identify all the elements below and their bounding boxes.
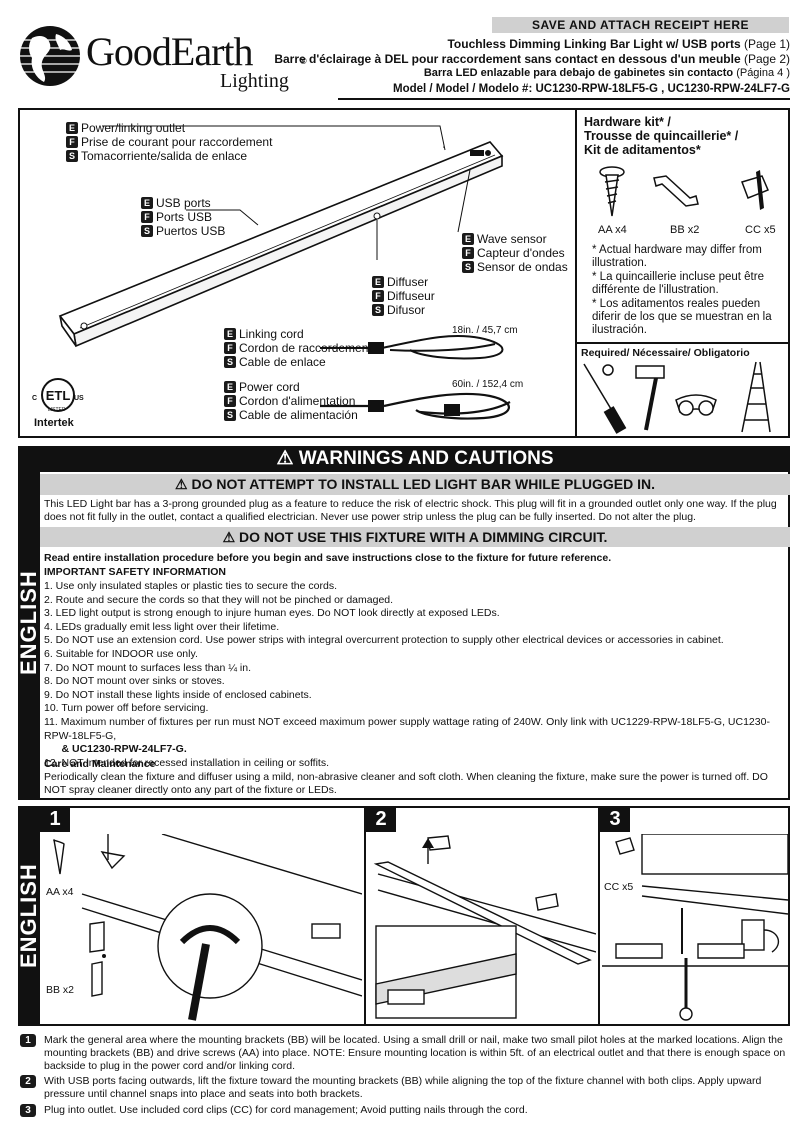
light-bar-illustration (58, 125, 511, 420)
step-number-1: 1 (20, 1034, 36, 1047)
warning-triangle-icon: ⚠ (175, 476, 188, 492)
hardware-aa: AA x4 (598, 224, 627, 236)
hardware-divider (575, 108, 577, 438)
step3-illustration (602, 834, 788, 1021)
brand-sub: Lighting (220, 70, 289, 92)
panel-number-3: 3 (600, 806, 630, 832)
important-safety-heading: IMPORTANT SAFETY INFORMATION (44, 566, 226, 578)
list-item: 7. Do NOT mount to surfaces less than ¼ … (44, 661, 251, 674)
required-divider (575, 342, 790, 344)
alert-unplug: ⚠ DO NOT ATTEMPT TO INSTALL LED LIGHT BA… (40, 474, 790, 495)
list-item: 1. Use only insulated staples or plastic… (44, 580, 337, 592)
required-tools-icon (583, 361, 771, 434)
step1-aa: AA x4 (46, 886, 74, 898)
care-heading: Care and Maintenance (44, 758, 156, 770)
bracket-icon (653, 175, 699, 207)
cert-intertek: Intertek (34, 417, 74, 429)
install-divider-1 (364, 806, 366, 1026)
hardware-kit-title: Hardware kit* / Trousse de quincaillerie… (584, 115, 739, 157)
warnings-language-tab: ENGLISH (16, 446, 41, 800)
care-text: Periodically clean the fixture and diffu… (44, 771, 768, 796)
step1-bb: BB x2 (46, 984, 75, 996)
list-item: 3. LED light output is strong enough to … (44, 607, 500, 620)
brand-name: GoodEarth (86, 29, 254, 74)
etl-certification: ETL C US LISTED Intertek (30, 375, 86, 435)
step-number-3: 3 (20, 1104, 36, 1117)
title-es: Barra LED enlazable para debajo de gabin… (423, 67, 790, 79)
step-1: 1 Mark the general area where the mounti… (20, 1034, 790, 1073)
power-cord-length: 60in. / 152,4 cm (452, 379, 524, 390)
step-number-2: 2 (20, 1075, 36, 1088)
hardware-bb: BB x2 (670, 224, 700, 236)
warning-triangle-icon: ⚠ (276, 448, 294, 469)
warning-triangle-icon: ⚠ (222, 529, 236, 545)
step-3-text: Plug into outlet. Use included cord clip… (44, 1104, 528, 1116)
hardware-notes: * Actual hardware may differ from illust… (592, 244, 772, 336)
etl-listed-icon: ETL (41, 378, 75, 412)
panel-number-2: 2 (366, 806, 396, 832)
warnings-title-bar: ⚠ WARNINGS AND CAUTIONS (40, 446, 790, 472)
svg-text:ETL: ETL (46, 388, 71, 403)
list-item: 2. Route and secure the cords so that th… (44, 593, 394, 606)
list-item: 11. Maximum number of fixtures per run m… (44, 715, 770, 742)
cord-clip-icon (741, 170, 769, 210)
panel-number-1: 1 (40, 806, 70, 832)
header-rule (338, 98, 790, 100)
step1-illustration (53, 834, 362, 1021)
list-item: 9. Do NOT install these lights inside of… (44, 688, 312, 701)
list-item: 4. LEDs gradually emit less light over t… (44, 620, 280, 633)
title-fr: Barre d'éclairage à DEL pour raccordemen… (274, 52, 790, 66)
list-item: 5. Do NOT use an extension cord. Use pow… (44, 634, 724, 647)
hardware-cc: CC x5 (745, 224, 776, 236)
alert-dimming: ⚠ DO NOT USE THIS FIXTURE WITH A DIMMING… (40, 527, 790, 547)
cert-c: C (32, 395, 38, 402)
screw-icon (599, 166, 625, 217)
step3-cc: CC x5 (604, 881, 634, 893)
step-3: 3 Plug into outlet. Use included cord cl… (20, 1104, 790, 1117)
install-language-tab: ENGLISH (16, 806, 41, 1026)
required-tools-title: Required/ Nécessaire/ Obligatorio (581, 347, 750, 359)
step-1-text: Mark the general area where the mounting… (44, 1034, 786, 1072)
list-item: 6. Suitable for INDOOR use only. (44, 647, 198, 660)
title-en: Touchless Dimming Linking Bar Light w/ U… (447, 37, 790, 51)
install-divider-2 (598, 806, 600, 1026)
step-2-text: With USB ports facing outwards, lift the… (44, 1075, 762, 1100)
list-item: 10. Turn power off before servicing. (44, 702, 209, 715)
list-item: & UC1230-RPW-24LF7-G. (44, 743, 187, 756)
grounded-plug-text: This LED Light bar has a 3-prong grounde… (44, 498, 777, 523)
receipt-banner: SAVE AND ATTACH RECEIPT HERE (492, 17, 789, 33)
product-diagram-box (18, 108, 790, 438)
brand-registered: ® (300, 56, 307, 66)
model-line: Model / Model / Modelo #: UC1230-RPW-18L… (393, 83, 790, 95)
linking-cord-length: 18in. / 45,7 cm (452, 325, 518, 336)
read-entire-text: Read entire installation procedure befor… (44, 552, 612, 564)
safety-list: 1. Use only insulated staples or plastic… (44, 580, 789, 770)
globe-logo-icon (20, 26, 80, 86)
cert-us: US (74, 395, 84, 402)
step2-illustration (373, 835, 596, 1019)
list-item: 8. Do NOT mount over sinks or stoves. (44, 675, 225, 688)
cert-listed: LISTED (48, 407, 66, 413)
list-item: 12. NOT intended for recessed installati… (44, 756, 330, 769)
step-2: 2 With USB ports facing outwards, lift t… (20, 1075, 790, 1101)
